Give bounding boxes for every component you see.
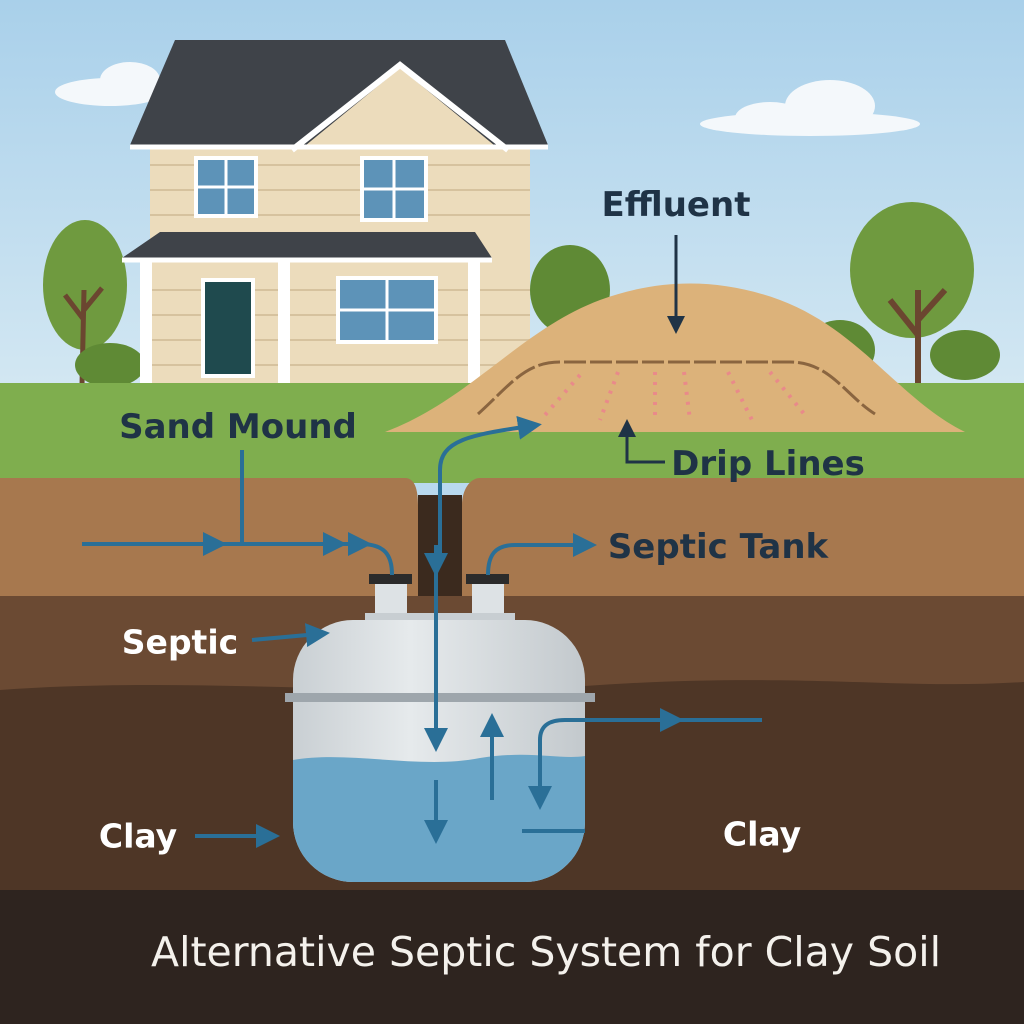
label-septic: Septic (121, 622, 239, 662)
effluent-dispersion (543, 370, 807, 421)
label-septic-tank: Septic Tank (607, 527, 829, 567)
label-effluent: Effluent (601, 185, 751, 225)
clouds (55, 62, 920, 136)
label-sand-mound: Sand Mound (119, 407, 357, 447)
label-clay-right: Clay (722, 814, 802, 854)
diagram-title: Alternative Septic System for Clay Soil (151, 928, 941, 976)
house (122, 40, 548, 385)
flow-arrows (82, 415, 762, 848)
tree-right (850, 202, 974, 385)
sand-mound (385, 283, 965, 432)
bedrock-layer (0, 890, 1024, 1024)
label-arrows (618, 235, 685, 464)
label-drip-lines: Drip Lines (671, 444, 865, 484)
topsoil-layer (0, 478, 1024, 600)
label-clay-left: Clay (98, 816, 178, 856)
tank-water (293, 754, 585, 882)
drip-line (476, 360, 876, 416)
